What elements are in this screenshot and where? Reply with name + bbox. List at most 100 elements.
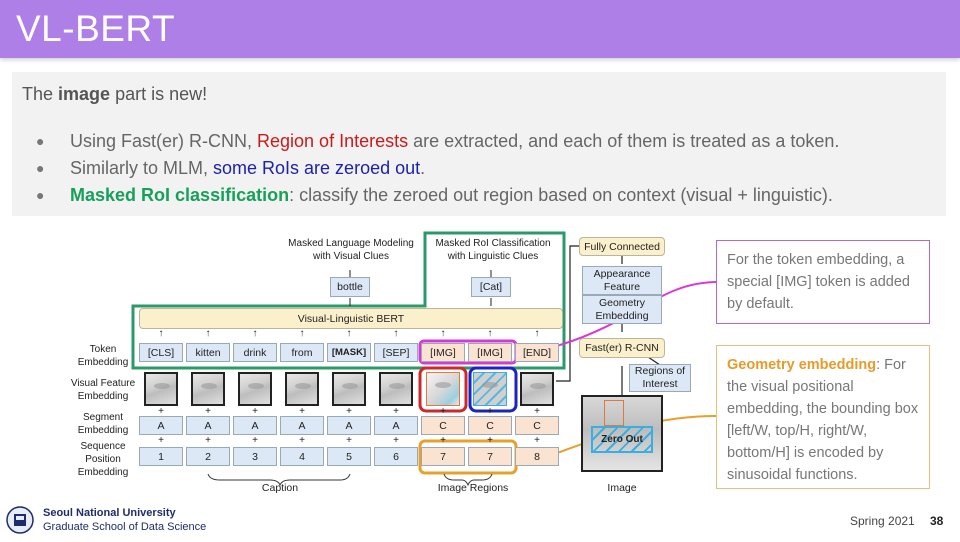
segment-embedding: A [233, 416, 277, 435]
row-label-line: Sequence [80, 441, 126, 452]
arrow-up-icon: ↑ [158, 328, 164, 339]
position-embedding: 7 [421, 447, 465, 466]
output-bottle: bottle [330, 277, 370, 297]
position-embedding: 3 [233, 447, 277, 466]
segment-embedding: C [421, 416, 465, 435]
plus-sign: + [346, 435, 352, 446]
mlm-label: Masked Language Modeling with Visual Clu… [278, 237, 424, 263]
school-name: Graduate School of Data Science [43, 521, 207, 533]
row-label-line: Embedding [77, 467, 129, 478]
arrow-line [647, 356, 661, 366]
content-box: The image part is new! ● Using Fast(er) … [12, 72, 946, 216]
bullet-item: ● Masked RoI classification: classify th… [36, 182, 839, 209]
position-embedding: 8 [515, 447, 559, 466]
token-embedding: [CLS] [139, 343, 183, 362]
arrow-up-icon: ↑ [299, 328, 305, 339]
arrow-up-icon: ↑ [205, 328, 211, 339]
segment-embedding: A [186, 416, 230, 435]
row-label-line: Token [89, 344, 117, 355]
roi-red-highlight [418, 366, 468, 413]
segment-embedding: A [139, 416, 183, 435]
bullet-item: ● Similarly to MLM, some RoIs are zeroed… [36, 155, 839, 182]
plus-sign: + [299, 406, 305, 417]
visual-feature-thumbnail [426, 372, 460, 406]
arrow-up-icon: ↑ [252, 328, 258, 339]
university-name: Seoul National University [43, 507, 176, 519]
visual-linguistic-bert: Visual-Linguistic BERT [139, 308, 563, 329]
image-regions-group-label: Image Regions [437, 482, 509, 494]
caption-group-label: Caption [261, 482, 299, 494]
token-embedding: drink [233, 343, 277, 362]
bullet-text: Similarly to MLM, [70, 158, 214, 178]
row-label-position: Sequence Position Embedding [66, 440, 140, 479]
plus-sign: + [252, 435, 258, 446]
row-label-line: Visual Feature [70, 378, 136, 389]
intro-suffix: part is new! [110, 84, 208, 104]
plus-sign: + [252, 406, 258, 417]
position-embedding: 4 [280, 447, 324, 466]
token-embedding: [IMG] [468, 343, 512, 362]
plus-sign: + [299, 435, 305, 446]
roi-blue-highlight [468, 366, 518, 413]
token-embedding: from [280, 343, 324, 362]
source-image: Zero Out [581, 395, 663, 472]
token-embedding: [MASK] [327, 343, 371, 362]
row-label-line: Segment [82, 412, 124, 423]
arrow-up-icon: ↑ [440, 328, 446, 339]
box-line: Geometry [598, 296, 646, 309]
visual-feature-thumbnail [238, 372, 272, 406]
mrc-label: Masked RoI Classification with Linguisti… [428, 237, 558, 263]
box-line: Interest [642, 378, 678, 390]
plus-sign: + [393, 435, 399, 446]
plus-sign: + [440, 435, 446, 446]
row-label-line: Position [85, 454, 121, 465]
fully-connected-box: Fully Connected [579, 237, 665, 256]
visual-feature-thumbnail [520, 372, 554, 406]
plus-sign: + [487, 406, 493, 417]
box-line: Regions of [634, 365, 686, 377]
plus-sign: + [440, 406, 446, 417]
mrc-label-line: with Linguistic Clues [447, 251, 539, 262]
bullet-item: ● Using Fast(er) R-CNN, Region of Intere… [36, 128, 839, 155]
arrow-up-icon: ↑ [346, 328, 352, 339]
plus-sign: + [158, 406, 164, 417]
bullet-dot-icon: ● [36, 187, 45, 203]
bullet-dot-icon: ● [36, 160, 45, 176]
intro-prefix: The [22, 84, 59, 104]
bullet-highlight: Region of Interests [257, 131, 409, 151]
plus-sign: + [534, 435, 540, 446]
geometry-embedding-box: Geometry Embedding [582, 295, 662, 324]
term-label: Spring 2021 [850, 514, 915, 528]
visual-feature-thumbnail [332, 372, 366, 406]
appearance-feature-box: Appearance Feature [582, 266, 662, 295]
intro-text: The image part is new! [22, 84, 207, 105]
bullet-text: . [420, 158, 426, 178]
connector-line [556, 245, 580, 382]
visual-feature-thumbnail [144, 372, 178, 406]
caption-brace [207, 473, 351, 487]
img-token-callout: For the token embedding, a special [IMG]… [716, 240, 930, 324]
slide-header: VL-BERT [0, 0, 960, 58]
token-embedding: [SEP] [374, 343, 418, 362]
plus-sign: + [534, 406, 540, 417]
mlm-label-line: with Visual Clues [313, 251, 389, 262]
arrow-up-icon: ↑ [534, 328, 540, 339]
row-label-visual: Visual Feature Embedding [66, 377, 140, 403]
faster-rcnn-box: Fast(er) R-CNN [579, 338, 665, 358]
token-embedding: [IMG] [421, 343, 465, 362]
bullet-dot-icon: ● [36, 133, 45, 149]
arrow-up-icon: ↑ [393, 328, 399, 339]
mlm-label-line: Masked Language Modeling [288, 238, 414, 249]
visual-feature-thumbnail [473, 372, 507, 406]
output-cat: [Cat] [471, 277, 511, 297]
position-embedding: 5 [327, 447, 371, 466]
segment-embedding: C [515, 416, 559, 435]
box-line: Feature [603, 280, 641, 293]
plus-sign: + [487, 435, 493, 446]
mrc-label-line: Masked RoI Classification [435, 238, 551, 249]
zero-out-region: Zero Out [591, 426, 653, 453]
segment-embedding: A [327, 416, 371, 435]
page-number: 38 [930, 514, 944, 528]
visual-feature-thumbnail [285, 372, 319, 406]
